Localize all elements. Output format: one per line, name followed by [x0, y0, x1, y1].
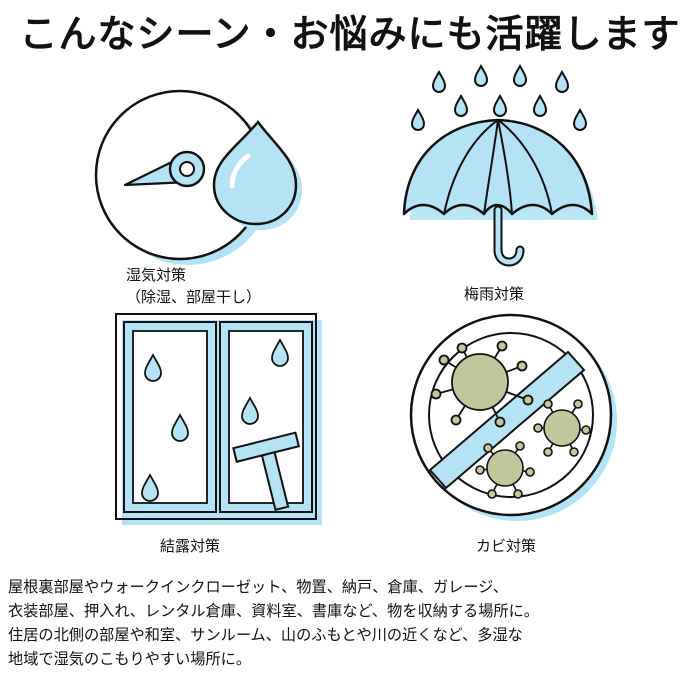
- page-title: こんなシーン・お悩みにも活躍します: [19, 11, 681, 56]
- humidity-gauge-icon: [94, 89, 302, 265]
- caption-rainy-season: 梅雨対策: [464, 285, 525, 303]
- description-line: 衣装部屋、押入れ、レンタル倉庫、資料室、書庫など、物を収納する場所に。: [8, 602, 539, 620]
- caption-humidity: 湿気対策: [126, 266, 187, 284]
- caption-mold: カビ対策: [476, 537, 537, 555]
- no-mold-icon: [409, 313, 617, 521]
- description-line: 屋根裏部屋やウォークインクローゼット、物置、納戸、倉庫、ガレージ、: [8, 578, 509, 596]
- description: 屋根裏部屋やウォークインクローゼット、物置、納戸、倉庫、ガレージ、 衣装部屋、押…: [8, 575, 698, 671]
- caption-condensation: 結露対策: [160, 537, 221, 555]
- caption-humidity-sub: （除湿、部屋干し）: [126, 288, 262, 306]
- description-line: 住居の北側の部屋や和室、サンルーム、山のふもとや川の近くなど、多湿な: [8, 626, 523, 644]
- window-condensation-icon: [115, 313, 322, 525]
- description-line: 地域で湿気のこもりやすい場所に。: [8, 650, 251, 668]
- umbrella-rain-icon: [402, 63, 598, 267]
